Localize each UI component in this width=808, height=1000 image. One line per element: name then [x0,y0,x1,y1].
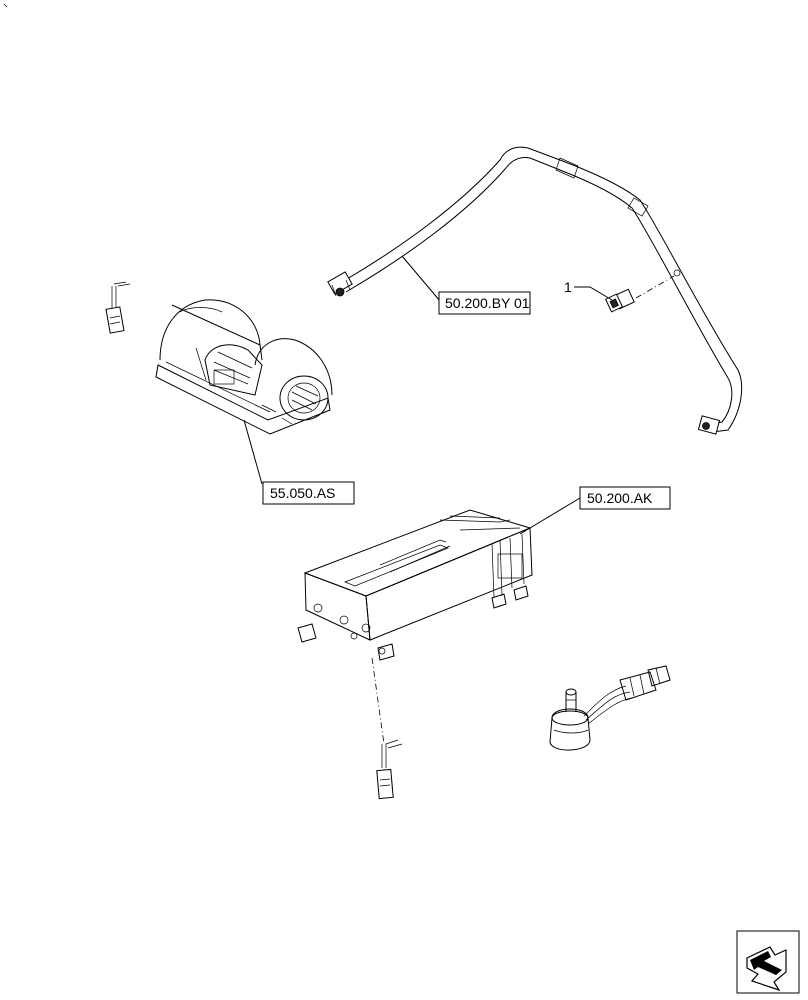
thermostat-switch [549,665,671,751]
hvac-module [297,509,533,661]
blower-assembly [105,281,333,435]
hose-left-fitting [327,271,353,297]
corner-tick [3,3,8,8]
hose-assembly [327,146,743,435]
temperature-sensor [371,657,403,800]
blower-ref-callout[interactable]: 55.050.AS [243,419,355,505]
hose-ref-label: 50.200.BY 01 [445,295,530,311]
hose-ref-callout[interactable]: 50.200.BY 01 [401,255,531,315]
module-ref-label: 50.200.AK [587,490,653,506]
hose-right-fitting [697,415,721,435]
next-page-arrow-icon[interactable] [736,930,800,994]
blower-ref-label: 55.050.AS [270,485,335,501]
blower-connector [105,281,131,334]
callout-item-1: 1 [564,279,572,295]
module-ref-callout[interactable]: 50.200.AK [519,486,671,535]
pressure-switch-item-1 [574,275,675,313]
